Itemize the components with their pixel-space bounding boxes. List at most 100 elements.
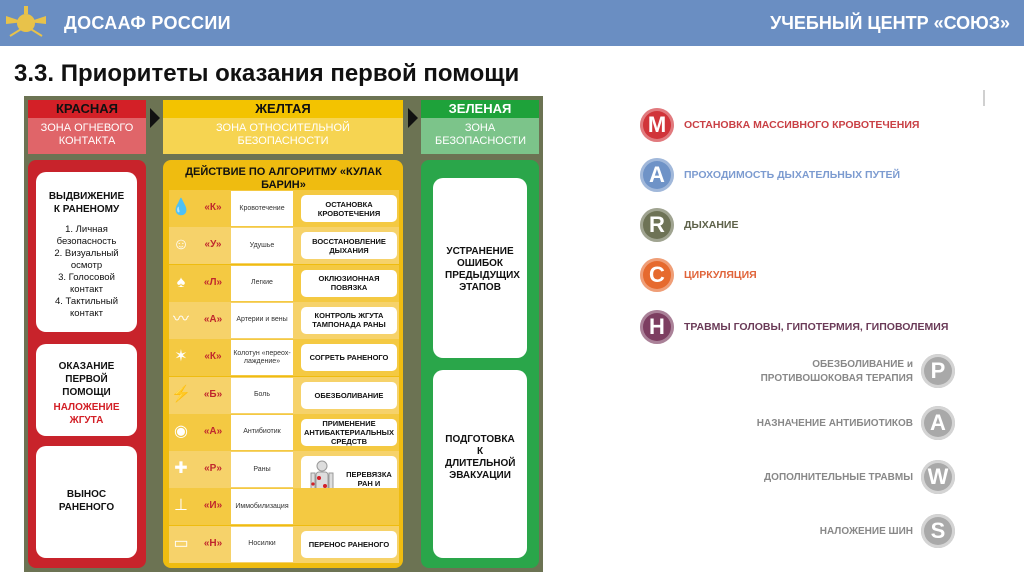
algorithm-word: Артерии и вены bbox=[231, 302, 293, 338]
march-letter-icon: A bbox=[640, 158, 674, 192]
algorithm-word: Колотун «переох-лаждение» bbox=[231, 340, 293, 376]
algorithm-word: Носилки bbox=[231, 526, 293, 562]
paws-letter-icon: P bbox=[921, 354, 955, 388]
algorithm-action: ПРИМЕНЕНИЕ АНТИБАКТЕРИАЛЬНЫХ СРЕДСТВ bbox=[301, 418, 397, 446]
blood-drop-icon: 💧 bbox=[171, 199, 191, 216]
advance-step: 2. Визуальный осмотр bbox=[54, 248, 119, 271]
arteries-icon: 〰 bbox=[172, 310, 189, 328]
page-title: 3.3. Приоритеты оказания первой помощи bbox=[14, 60, 520, 87]
algorithm-row: 〰 «А» Артерии и вены КОНТРОЛЬ ЖГУТА ТАМПОНА… bbox=[169, 301, 399, 339]
algorithm-row: 💧 «К» Кровотечение ОСТАНОВКА КРОВОТЕЧЕНИЯ bbox=[169, 190, 399, 227]
paws-text: НАЛОЖЕНИЕ ШИН bbox=[819, 526, 913, 537]
algorithm-letter: «Р» bbox=[204, 463, 222, 475]
march-letter-icon: R bbox=[640, 208, 674, 242]
first-aid-title: ОКАЗАНИЕ ПЕРВОЙ ПОМОЩИ bbox=[58, 361, 115, 398]
prepare-evac-text: ПОДГОТОВКА К ДЛИТЕЛЬНОЙ ЭВАКУАЦИИ bbox=[445, 434, 516, 481]
evacuation-title: ВЫНОС РАНЕНОГО bbox=[58, 489, 115, 513]
algorithm-letter: «И» bbox=[203, 500, 223, 512]
algorithm-row: ▭ «Н» Носилки ПЕРЕНОС РАНЕНОГО bbox=[169, 525, 399, 563]
paws-item: НАЛОЖЕНИЕ ШИН S bbox=[615, 514, 955, 548]
algorithm-row: ✶ «К» Колотун «переох-лаждение» СОГРЕТЬ РАН… bbox=[169, 339, 399, 377]
algorithm-action: ОБЕЗБОЛИВАНИЕ bbox=[301, 381, 397, 409]
advance-step: 4. Тактильный контакт bbox=[54, 296, 119, 319]
algorithm-title: ДЕЙСТВИЕ ПО АЛГОРИТМУ «КУЛАК БАРИН» bbox=[185, 166, 382, 191]
algorithm-letter: «У» bbox=[204, 239, 222, 251]
first-aid-card: ОКАЗАНИЕ ПЕРВОЙ ПОМОЩИ НАЛОЖЕНИЕ ЖГУТА bbox=[36, 344, 137, 436]
algorithm-action: КОНТРОЛЬ ЖГУТА ТАМПОНАДА РАНЫ bbox=[301, 306, 397, 334]
algorithm-word: Раны bbox=[231, 452, 293, 488]
algorithm-row: ⊥«И»Иммобилизация bbox=[169, 488, 399, 526]
algorithm-word: Легкие bbox=[231, 265, 293, 301]
paws-letter-icon: A bbox=[921, 406, 955, 440]
prepare-evac-card: ПОДГОТОВКА К ДЛИТЕЛЬНОЙ ЭВАКУАЦИИ bbox=[433, 370, 527, 558]
divider bbox=[983, 90, 985, 106]
paws-text: НАЗНАЧЕНИЕ АНТИБИОТИКОВ bbox=[756, 418, 913, 429]
march-text: ЦИРКУЛЯЦИЯ bbox=[684, 269, 757, 281]
march-text: ПРОХОДИМОСТЬ ДЫХАТЕЛЬНЫХ ПУТЕЙ bbox=[684, 169, 901, 181]
algorithm-action: ВОССТАНОВЛЕНИЕ ДЫХАНИЯ bbox=[301, 232, 397, 260]
advance-step: 1. Личная безопасность bbox=[56, 224, 117, 247]
zones-board: КРАСНАЯ ЗОНА ОГНЕВОГО КОНТАКТА ЖЕЛТАЯ ЗО… bbox=[24, 96, 543, 572]
paws-letter-icon: S bbox=[921, 514, 955, 548]
algorithm-word: Кровотечение bbox=[231, 191, 293, 226]
algorithm-action: ОСТАНОВКА КРОВОТЕЧЕНИЯ bbox=[301, 195, 397, 222]
algorithm-letter: «А» bbox=[203, 313, 223, 325]
paws-text: ОБЕЗБОЛИВАНИЕ и ПРОТИВОШОКОВАЯ ТЕРАПИЯ bbox=[760, 359, 913, 384]
zone-green-sub: ЗОНА БЕЗОПАСНОСТИ bbox=[421, 118, 539, 154]
zone-red-name: КРАСНАЯ bbox=[28, 100, 146, 118]
march-letter-icon: M bbox=[640, 108, 674, 142]
pills-icon: ◉ bbox=[174, 422, 188, 440]
advance-title: ВЫДВИЖЕНИЕ К РАНЕНОМУ bbox=[48, 191, 125, 215]
arrow-icon bbox=[408, 108, 418, 128]
algorithm-word: Иммобилизация bbox=[231, 489, 293, 525]
advance-step: 3. Голосовой контакт bbox=[58, 272, 115, 295]
wound-icon: ✚ bbox=[174, 460, 188, 478]
advance-steps: 1. Личная безопасность 2. Визуальный осм… bbox=[36, 224, 137, 320]
zone-green-header: ЗЕЛЕНАЯ ЗОНА БЕЗОПАСНОСТИ bbox=[421, 100, 539, 154]
march-text: ОСТАНОВКА МАССИВНОГО КРОВОТЕЧЕНИЯ bbox=[684, 119, 920, 131]
zone-yellow-header: ЖЕЛТАЯ ЗОНА ОТНОСИТЕЛЬНОЙ БЕЗОПАСНОСТИ bbox=[163, 100, 403, 154]
arrow-icon bbox=[150, 108, 160, 128]
algorithm-letter: «А» bbox=[203, 425, 223, 437]
pain-icon: ⚡ bbox=[171, 385, 191, 403]
airway-icon: ☺ bbox=[172, 236, 190, 254]
march-text: ДЫХАНИЕ bbox=[684, 219, 739, 231]
algorithm-action: СОГРЕТЬ РАНЕНОГО bbox=[301, 344, 397, 372]
algorithm-row: ⚡ «Б» Боль ОБЕЗБОЛИВАНИЕ bbox=[169, 376, 399, 414]
fix-errors-card: УСТРАНЕНИЕ ОШИБОК ПРЕДЫДУЩИХ ЭТАПОВ bbox=[433, 178, 527, 358]
march-item: R ДЫХАНИЕ bbox=[640, 208, 1000, 242]
zone-red-sub: ЗОНА ОГНЕВОГО КОНТАКТА bbox=[28, 118, 146, 154]
march-letter-icon: C bbox=[640, 258, 674, 292]
advance-card: ВЫДВИЖЕНИЕ К РАНЕНОМУ 1. Личная безопасн… bbox=[36, 172, 137, 332]
green-column: УСТРАНЕНИЕ ОШИБОК ПРЕДЫДУЩИХ ЭТАПОВ ПОДГ… bbox=[421, 160, 539, 568]
algorithm-action: ОКЛЮЗИОННАЯ ПОВЯЗКА bbox=[301, 269, 397, 297]
zone-red-header: КРАСНАЯ ЗОНА ОГНЕВОГО КОНТАКТА bbox=[28, 100, 146, 154]
algorithm-action: ПЕРЕНОС РАНЕНОГО bbox=[301, 530, 397, 558]
algorithm-row: ☺ «У» Удушье ВОССТАНОВЛЕНИЕ ДЫХАНИЯ bbox=[169, 227, 399, 265]
algorithm-word: Удушье bbox=[231, 228, 293, 264]
stretcher-icon: ▭ bbox=[173, 534, 189, 552]
red-column: ВЫДВИЖЕНИЕ К РАНЕНОМУ 1. Личная безопасн… bbox=[28, 160, 146, 568]
algorithm-letter: «Л» bbox=[203, 276, 223, 288]
training-center-name: УЧЕБНЫЙ ЦЕНТР «СОЮЗ» bbox=[770, 13, 1010, 33]
yellow-column: ДЕЙСТВИЕ ПО АЛГОРИТМУ «КУЛАК БАРИН» 💧 «К»… bbox=[163, 160, 403, 568]
algorithm-word: Боль bbox=[231, 377, 293, 413]
algorithm-letter: «К» bbox=[204, 351, 222, 363]
paws-text: ДОПОЛНИТЕЛЬНЫЕ ТРАВМЫ bbox=[764, 472, 913, 483]
evacuation-card: ВЫНОС РАНЕНОГО bbox=[36, 446, 137, 558]
zone-yellow-sub: ЗОНА ОТНОСИТЕЛЬНОЙ БЕЗОПАСНОСТИ bbox=[163, 118, 403, 154]
algorithm-letter: «Б» bbox=[203, 388, 223, 400]
fix-errors-text: УСТРАНЕНИЕ ОШИБОК ПРЕДЫДУЩИХ ЭТАПОВ bbox=[445, 246, 520, 293]
cold-icon: ✶ bbox=[174, 348, 188, 366]
algorithm-letter: «Н» bbox=[203, 537, 223, 549]
org-name: ДОСААФ РОССИИ bbox=[64, 13, 231, 33]
tourniquet-label: НАЛОЖЕНИЕ ЖГУТА bbox=[53, 402, 120, 426]
header-bar: ДОСААФ РОССИИ УЧЕБНЫЙ ЦЕНТР «СОЮЗ» bbox=[0, 0, 1024, 46]
zone-yellow-name: ЖЕЛТАЯ bbox=[163, 100, 403, 118]
algorithm-letter: «К» bbox=[204, 202, 222, 213]
